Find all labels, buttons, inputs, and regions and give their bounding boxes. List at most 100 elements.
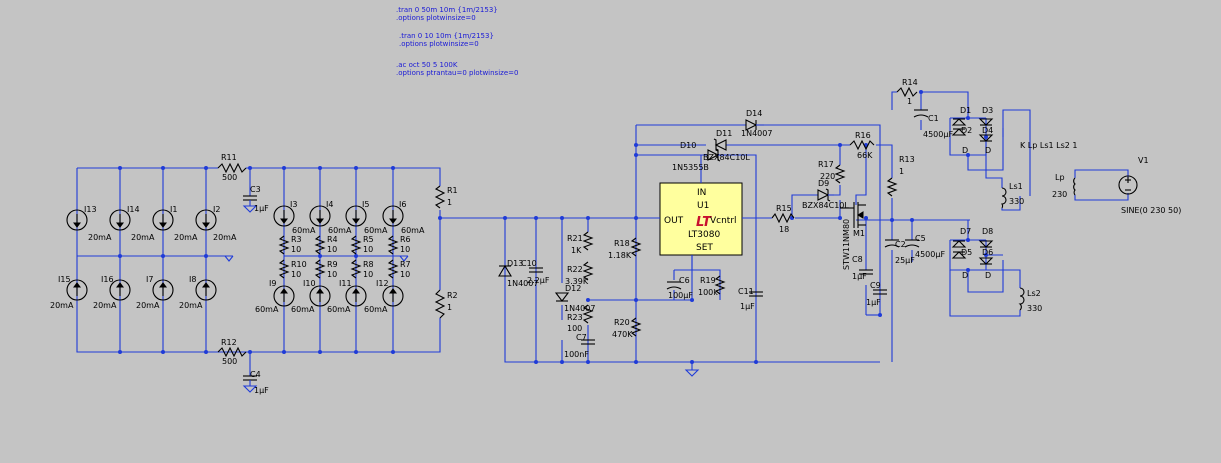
r19-label: R19 bbox=[700, 276, 716, 285]
current-sources[interactable] bbox=[66, 205, 404, 307]
c11-symbol[interactable] bbox=[749, 291, 763, 297]
i12-value: 60mA bbox=[364, 305, 388, 314]
d7-label: D7 bbox=[960, 227, 971, 236]
c3-symbol[interactable] bbox=[243, 195, 257, 206]
r8-symbol[interactable] bbox=[350, 259, 362, 279]
c9-label: C9 bbox=[870, 281, 881, 290]
i11-symbol[interactable] bbox=[345, 285, 367, 307]
r18-symbol[interactable] bbox=[630, 237, 642, 257]
ground-icon bbox=[399, 255, 409, 262]
r2-symbol[interactable] bbox=[434, 289, 446, 319]
i6-symbol[interactable] bbox=[382, 205, 404, 227]
i13-symbol[interactable] bbox=[66, 209, 88, 231]
lt3080-ic[interactable]: IN U1 OUT LT Vcntrl LT3080 SET bbox=[636, 155, 772, 270]
d5-symbol[interactable] bbox=[951, 251, 967, 259]
r8-value: 10 bbox=[363, 270, 373, 279]
c8-symbol[interactable] bbox=[859, 269, 873, 275]
ls2-symbol[interactable] bbox=[1018, 287, 1025, 311]
r17-symbol[interactable] bbox=[834, 164, 846, 184]
i2-symbol[interactable] bbox=[195, 209, 217, 231]
c6-symbol[interactable] bbox=[666, 281, 682, 290]
ic-body[interactable] bbox=[659, 182, 743, 256]
coupling-directive[interactable]: K Lp Ls1 Ls2 1 bbox=[1020, 141, 1077, 150]
r12-symbol[interactable] bbox=[217, 346, 247, 358]
c9-symbol[interactable] bbox=[873, 289, 887, 295]
r16-symbol[interactable] bbox=[849, 139, 875, 151]
d2-symbol[interactable] bbox=[951, 128, 967, 136]
d7-symbol[interactable] bbox=[951, 240, 967, 248]
r23-symbol[interactable] bbox=[582, 304, 594, 324]
c10-symbol[interactable] bbox=[529, 267, 543, 273]
i16-symbol[interactable] bbox=[109, 279, 131, 301]
c3-value: 1µF bbox=[254, 204, 269, 213]
i8-symbol[interactable] bbox=[195, 279, 217, 301]
directive-tran-1[interactable]: .tran 0 50m 10m {1m/2153} bbox=[396, 6, 498, 14]
c2-symbol[interactable] bbox=[884, 239, 900, 248]
v1-symbol[interactable] bbox=[1118, 175, 1138, 195]
r14-symbol[interactable] bbox=[896, 86, 918, 98]
directive-options-2[interactable]: .options plotwinsize=0 bbox=[399, 40, 479, 48]
r3-value: 10 bbox=[291, 245, 301, 254]
r9-symbol[interactable] bbox=[314, 259, 326, 279]
ground-icon bbox=[242, 385, 258, 393]
directive-options-1[interactable]: .options plotwinsize=0 bbox=[396, 14, 476, 22]
r15-symbol[interactable] bbox=[771, 212, 795, 224]
r13-label: R13 bbox=[899, 155, 915, 164]
r13-symbol[interactable] bbox=[886, 177, 898, 197]
i15-symbol[interactable] bbox=[66, 279, 88, 301]
directive-tran-2[interactable]: .tran 0 10 10m {1m/2153} bbox=[399, 32, 494, 40]
m1-symbol[interactable] bbox=[840, 202, 866, 228]
d4-symbol[interactable] bbox=[978, 134, 994, 142]
d11-symbol[interactable] bbox=[713, 138, 727, 152]
i15-value: 20mA bbox=[50, 301, 74, 310]
r1-symbol[interactable] bbox=[434, 185, 446, 209]
d12-value: 1N4007 bbox=[564, 304, 595, 313]
d3-symbol[interactable] bbox=[978, 118, 994, 126]
d8-symbol[interactable] bbox=[978, 240, 994, 248]
d1-symbol[interactable] bbox=[951, 118, 967, 126]
i5-symbol[interactable] bbox=[345, 205, 367, 227]
i4-symbol[interactable] bbox=[309, 205, 331, 227]
d12-symbol[interactable] bbox=[554, 292, 570, 302]
i1-symbol[interactable] bbox=[152, 209, 174, 231]
capacitors[interactable] bbox=[243, 109, 929, 386]
r4-symbol[interactable] bbox=[314, 235, 326, 255]
r22-symbol[interactable] bbox=[582, 261, 594, 281]
resistors[interactable] bbox=[217, 86, 918, 358]
i8-value: 20mA bbox=[179, 301, 203, 310]
lp-symbol[interactable] bbox=[1073, 177, 1076, 196]
d10-symbol[interactable] bbox=[707, 148, 726, 162]
d9-symbol[interactable] bbox=[817, 188, 834, 202]
c1-symbol[interactable] bbox=[913, 109, 929, 118]
c7-symbol[interactable] bbox=[581, 339, 595, 345]
spice-directives[interactable]: .tran 0 50m 10m {1m/2153} .options plotw… bbox=[396, 6, 518, 77]
c4-symbol[interactable] bbox=[243, 375, 257, 386]
ls1-symbol[interactable] bbox=[1001, 187, 1007, 209]
r21-symbol[interactable] bbox=[582, 231, 594, 251]
d5-label: D5 bbox=[961, 248, 972, 257]
i10-symbol[interactable] bbox=[309, 285, 331, 307]
c5-symbol[interactable] bbox=[904, 239, 920, 248]
directive-options-3[interactable]: .options ptrantau=0 plotwinsize=0 bbox=[396, 69, 518, 77]
i9-symbol[interactable] bbox=[273, 285, 295, 307]
d6-symbol[interactable] bbox=[978, 257, 994, 265]
r20-symbol[interactable] bbox=[630, 317, 642, 337]
directive-ac[interactable]: .ac oct 50 5 100K bbox=[396, 61, 458, 69]
d14-symbol[interactable] bbox=[745, 119, 764, 131]
i7-symbol[interactable] bbox=[152, 279, 174, 301]
r10-symbol[interactable] bbox=[278, 259, 290, 279]
r5-symbol[interactable] bbox=[350, 235, 362, 255]
i14-symbol[interactable] bbox=[109, 209, 131, 231]
d13-symbol[interactable] bbox=[498, 264, 512, 277]
i3-symbol[interactable] bbox=[273, 205, 295, 227]
d-label: D bbox=[985, 146, 991, 155]
r6-symbol[interactable] bbox=[387, 235, 399, 255]
r19-symbol[interactable] bbox=[714, 275, 726, 295]
r3-symbol[interactable] bbox=[278, 235, 290, 255]
r11-symbol[interactable] bbox=[217, 162, 247, 174]
i12-symbol[interactable] bbox=[382, 285, 404, 307]
inductors[interactable] bbox=[1001, 177, 1076, 311]
r9-value: 10 bbox=[327, 270, 337, 279]
r7-symbol[interactable] bbox=[387, 259, 399, 279]
diodes[interactable] bbox=[498, 118, 994, 302]
